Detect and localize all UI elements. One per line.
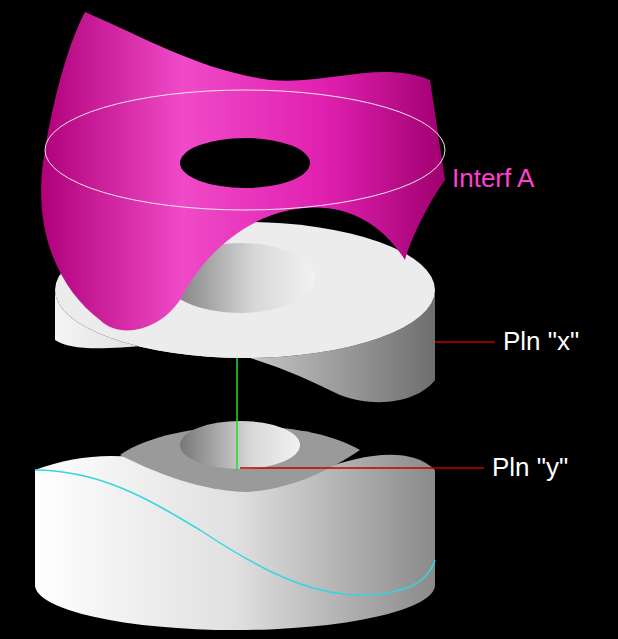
plane-label: Pln "x" <box>503 327 579 356</box>
plane-label: Pln "y" <box>492 453 568 482</box>
surface-label: Interf A <box>452 164 534 193</box>
